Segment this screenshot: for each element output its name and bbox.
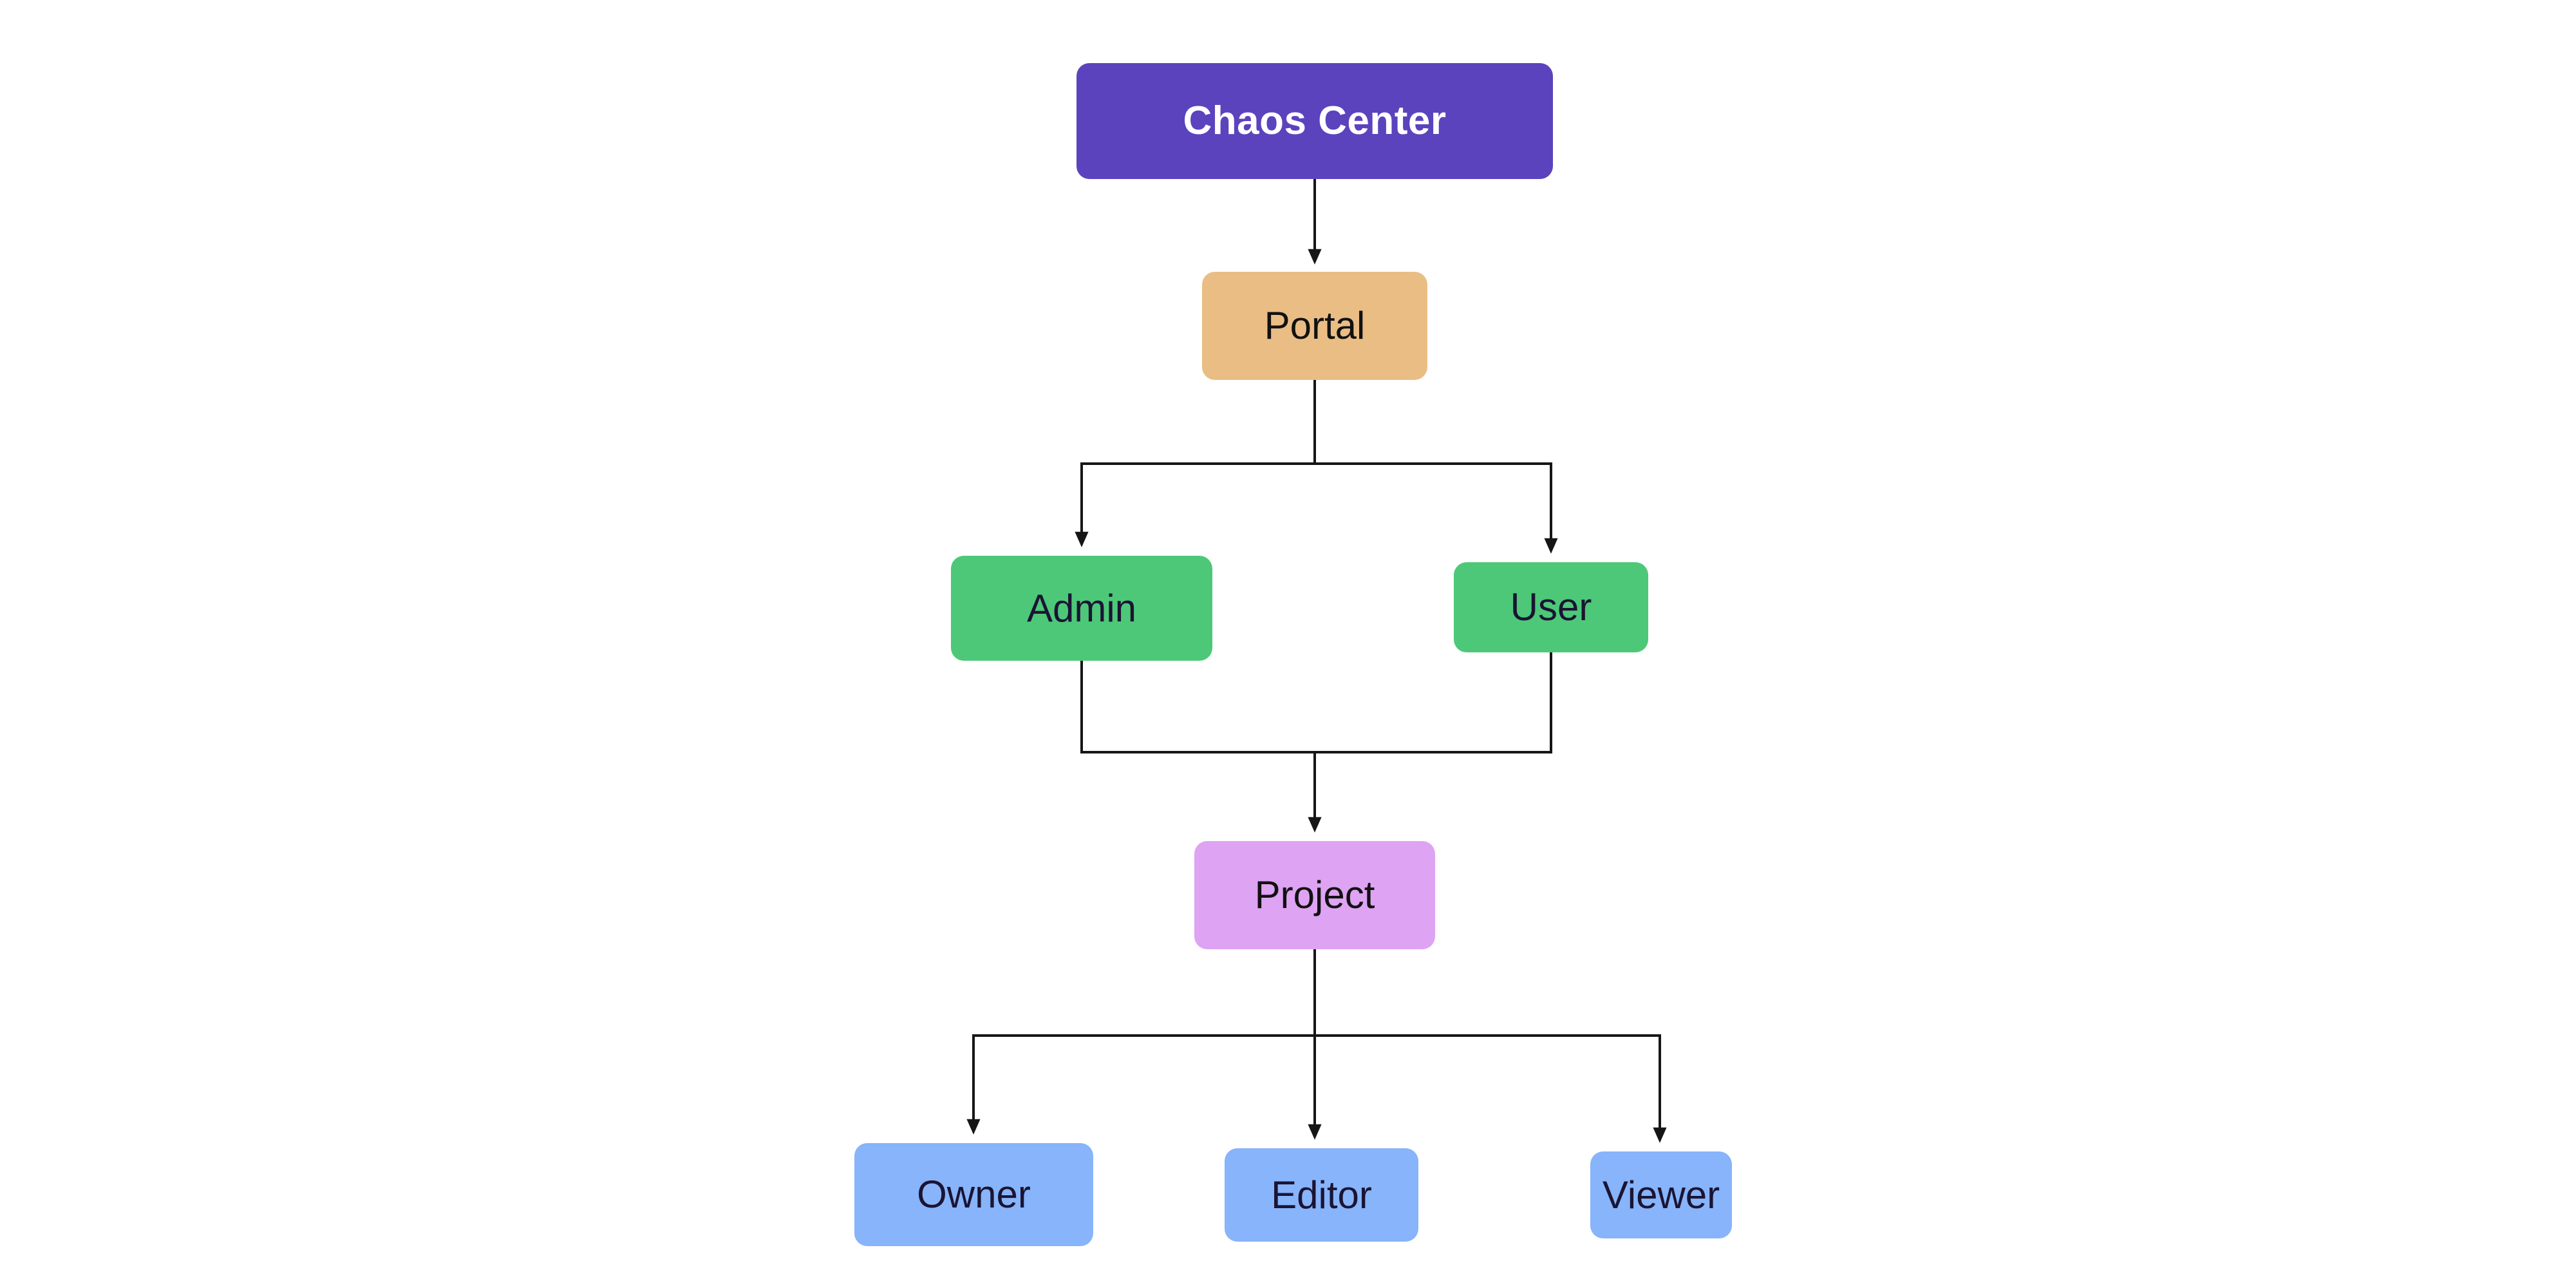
node-editor: Editor (1225, 1148, 1418, 1242)
node-project-label: Project (1254, 873, 1375, 916)
node-viewer-label: Viewer (1602, 1173, 1720, 1217)
node-chaos-center: Chaos Center (1076, 63, 1553, 179)
node-owner: Owner (854, 1143, 1093, 1246)
node-user-label: User (1510, 585, 1592, 629)
node-portal-label: Portal (1264, 304, 1366, 347)
node-chaos-center-label: Chaos Center (1183, 99, 1447, 143)
node-editor-label: Editor (1271, 1173, 1372, 1217)
node-admin: Admin (951, 556, 1212, 661)
node-owner-label: Owner (917, 1173, 1031, 1216)
node-portal: Portal (1202, 272, 1427, 380)
node-viewer: Viewer (1590, 1151, 1732, 1238)
node-admin-label: Admin (1026, 586, 1137, 630)
node-project: Project (1194, 841, 1435, 949)
node-user: User (1454, 562, 1648, 652)
